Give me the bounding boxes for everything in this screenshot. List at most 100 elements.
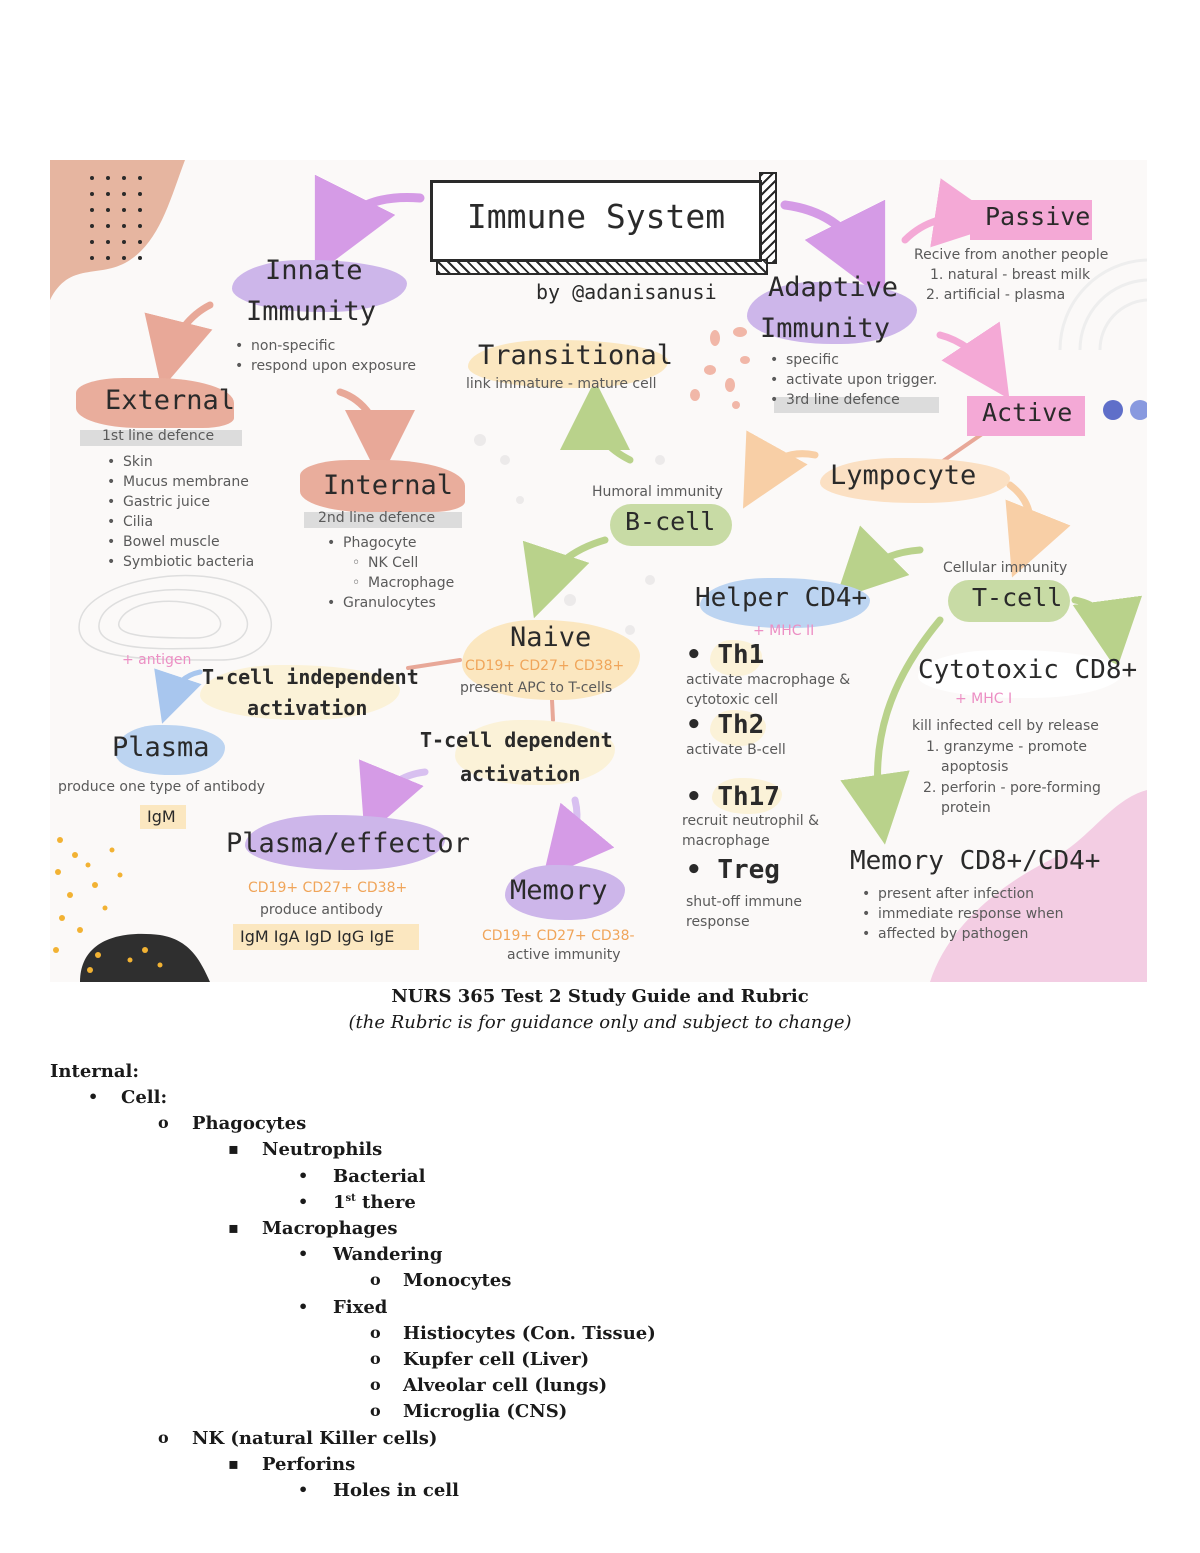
list-item: Macrophage [350, 573, 454, 593]
outline-item: Wandering [333, 1244, 443, 1266]
outline-item: Bacterial [333, 1165, 426, 1187]
highlight-box [967, 396, 1085, 436]
highlight-blob [245, 815, 445, 870]
list-item: Phagocyte [325, 533, 416, 553]
list-bullet: ▪ [228, 1218, 239, 1237]
highlight-blob [712, 778, 782, 814]
list-item: 3rd line defence [768, 390, 937, 410]
th1-desc: cytotoxic cell [686, 692, 779, 708]
highlight-box [948, 580, 1070, 622]
th2-label: • Th2 [686, 710, 765, 740]
highlight-bar [80, 430, 242, 446]
list-item: NK Cell [350, 553, 454, 573]
list-item: Symbiotic bacteria [105, 552, 254, 572]
plasma-effector-ig: IgM IgA IgD IgG IgE [240, 927, 395, 946]
outline-item: Alveolar cell (lungs) [403, 1375, 608, 1397]
list-item: Skin [105, 452, 254, 472]
external-points: Skin Mucus membrane Gastric juice Cilia … [105, 452, 254, 572]
highlight-blob [115, 725, 225, 775]
outline-item: Perforins [262, 1453, 356, 1475]
transitional-sub: link immature - mature cell [466, 376, 657, 392]
plasma-desc: produce one type of antibody [58, 779, 266, 795]
outline-item: Histiocytes (Con. Tissue) [403, 1322, 656, 1344]
th17-desc: recruit neutrophil & [682, 813, 819, 829]
cytotoxic-item: protein [941, 800, 991, 816]
highlight-box [140, 805, 186, 829]
cytotoxic-mhc: + MHC I [955, 691, 1013, 707]
memory-t-points: present after infection immediate respon… [860, 884, 1064, 944]
passive-desc: Recive from another people [914, 247, 1109, 263]
bcell-heading: B-cell [625, 507, 716, 536]
naive-heading: Naive [510, 622, 592, 653]
list-bullet: • [298, 1296, 309, 1316]
highlight-blob [505, 865, 625, 920]
title-box: Immune System [430, 180, 762, 262]
highlight-blob [462, 620, 640, 700]
highlight-blob [76, 378, 234, 428]
adaptive-heading: Adaptive [768, 272, 899, 303]
list-bullet: ▪ [228, 1139, 239, 1159]
innate-heading: Innate [265, 255, 363, 286]
internal-subheading: 2nd line defence [318, 510, 436, 526]
plasma-heading: Plasma [112, 732, 210, 763]
section-heading: Internal: [50, 1061, 139, 1082]
list-item: Granulocytes [325, 593, 436, 613]
outline-item: Cell: [121, 1087, 168, 1108]
memory-t-heading: Memory CD8+/CD4+ [850, 846, 1101, 876]
list-item: immediate response when [860, 904, 1064, 924]
memory-b-markers: CD19+ CD27+ CD38- [482, 928, 635, 944]
highlight-box [970, 200, 1092, 240]
outline-item: NK (natural Killer cells) [192, 1427, 438, 1449]
highlight-blob [820, 458, 1010, 503]
list-bullet: • [298, 1165, 309, 1185]
passive-item: 2. artificial - plasma [926, 287, 1066, 303]
th2-desc: activate B-cell [686, 742, 786, 758]
highlight-blob [918, 650, 1123, 698]
list-item: Bowel muscle [105, 532, 254, 552]
treg-label: • Treg [686, 855, 780, 885]
external-heading: External [105, 385, 236, 416]
highlight-box [610, 504, 732, 546]
t-independent-label: activation [247, 696, 368, 720]
memory-b-desc: active immunity [507, 947, 621, 963]
list-item: Cilia [105, 512, 254, 532]
flow-arrows [144, 174, 1143, 879]
list-item: activate upon trigger. [768, 370, 937, 390]
list-bullet: • [298, 1244, 309, 1264]
highlight-blob [200, 665, 400, 720]
cytotoxic-item: 2. perforin - pore-forming [923, 780, 1101, 796]
active-heading: Active [982, 398, 1073, 427]
highlight-blob [710, 640, 762, 676]
cytotoxic-desc: kill infected cell by release [912, 718, 1099, 734]
infographic-title: Immune System [466, 197, 726, 236]
internal-heading: Internal [323, 470, 454, 501]
cytotoxic-item: apoptosis [941, 759, 1009, 775]
outline-item: Holes in cell [333, 1480, 459, 1501]
treg-desc: response [686, 914, 750, 930]
list-item: present after infection [860, 884, 1064, 904]
internal-points: Granulocytes [325, 593, 436, 613]
th1-label: • Th1 [686, 640, 765, 670]
innate-heading: Immunity [246, 296, 377, 327]
list-bullet: o [370, 1401, 381, 1421]
outline-item: Monocytes [403, 1270, 512, 1292]
plasma-effector-heading: Plasma/effector [226, 828, 470, 859]
outline-item: Fixed [333, 1296, 388, 1318]
list-item: specific [768, 350, 937, 370]
list-item: respond upon exposure [233, 356, 416, 376]
naive-desc: present APC to T-cells [460, 680, 613, 696]
highlight-blob [710, 710, 766, 746]
list-bullet: o [370, 1270, 381, 1290]
author-credit: by @adanisanusi [536, 280, 717, 304]
outline-item: Neutrophils [262, 1139, 383, 1161]
list-bullet: o [370, 1375, 381, 1395]
plasma-effector-desc: produce antibody [260, 902, 383, 918]
highlight-blob [468, 340, 668, 388]
list-bullet: • [298, 1480, 309, 1499]
cytotoxic-heading: Cytotoxic CD8+ [918, 655, 1138, 685]
highlight-bar [304, 512, 462, 528]
antigen-label: + antigen [122, 652, 192, 668]
th17-desc: macrophage [682, 833, 770, 849]
outline-item: Microglia (CNS) [403, 1401, 568, 1423]
t-dependent-label: activation [460, 762, 581, 786]
